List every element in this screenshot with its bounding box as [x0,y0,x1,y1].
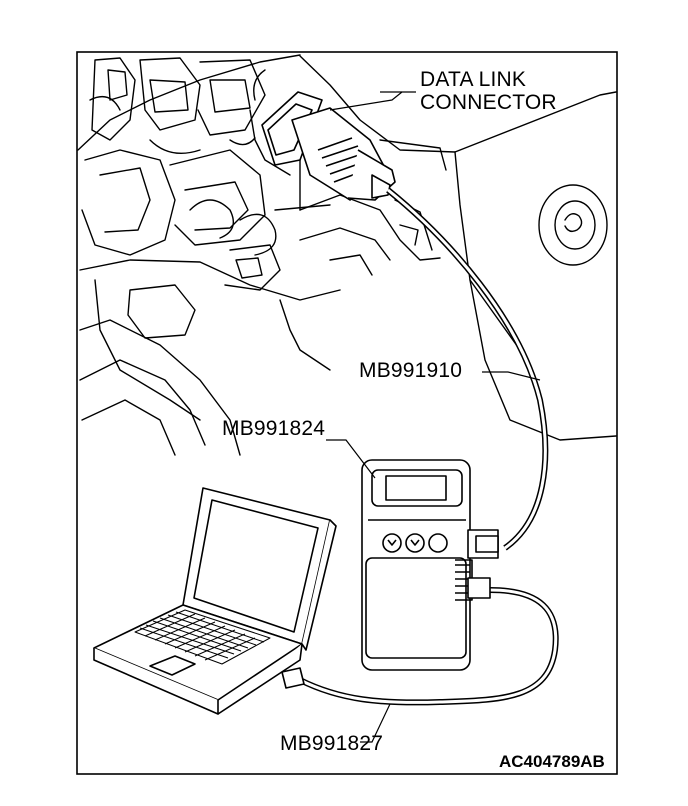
leader-data-link-connector [329,91,416,111]
dashboard-illustration [77,54,617,456]
leader-lines [326,91,541,743]
label-mb991910: MB991910 [359,359,463,382]
vci-button-right-illustration [428,533,448,553]
label-data-link-connector-line2: CONNECTOR [420,91,557,114]
laptop-illustration [93,487,337,715]
vci-button-left-illustration [382,533,402,553]
leader-mb991827 [360,703,391,743]
figure-frame [76,51,618,775]
label-mb991827: MB991827 [280,732,384,755]
figure-code: AC404789AB [499,752,605,771]
leader-mb991910 [482,371,541,381]
data-link-connector-illustration [261,91,396,201]
vci-button-mid-illustration [405,533,425,553]
vci-display-illustration [385,475,447,501]
vci-device-illustration [361,459,499,671]
leader-mb991824 [326,439,376,479]
cable-mb991910 [386,187,549,551]
cable-mb991827 [298,587,559,706]
knob-illustration [538,184,608,266]
label-data-link-connector-line1: DATA LINK [420,68,527,91]
laptop-screen-illustration [193,499,319,633]
label-mb991824: MB991824 [222,417,326,440]
